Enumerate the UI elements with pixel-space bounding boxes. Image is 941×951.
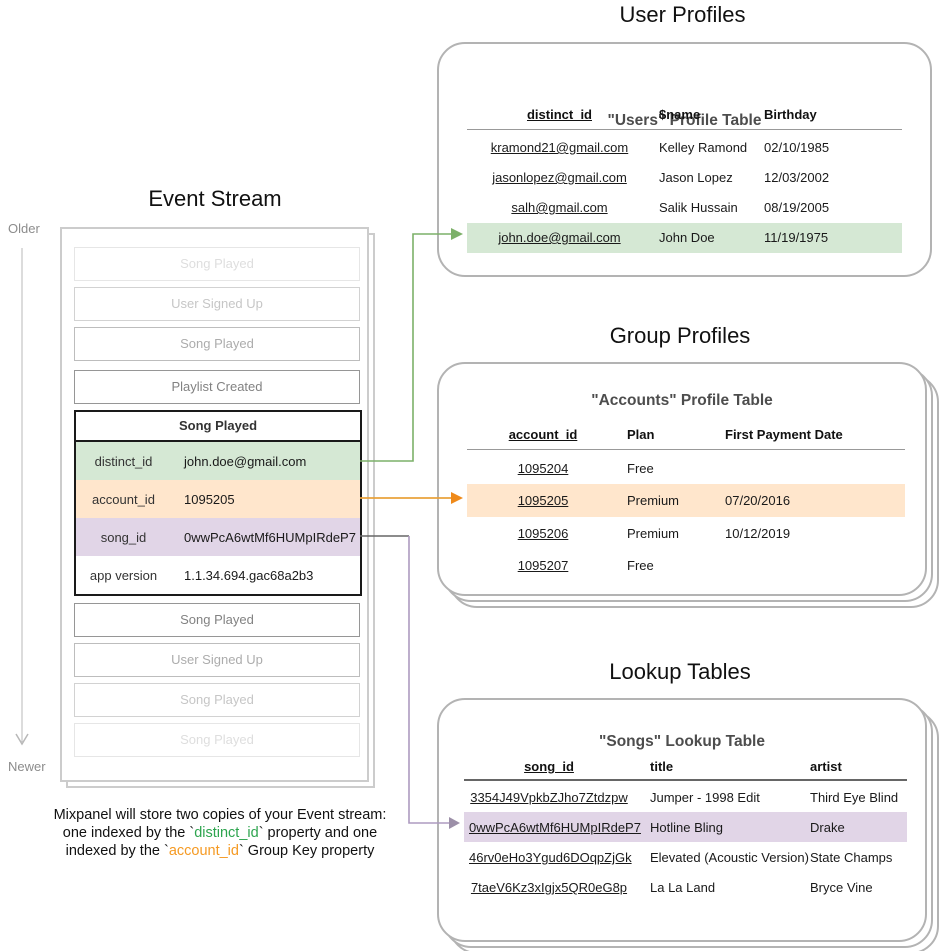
event-box-song-played-4: Song Played: [74, 683, 360, 717]
songs-col-artist: artist: [810, 759, 842, 774]
caption: Mixpanel will store two copies of your E…: [28, 806, 412, 860]
table-cell: Third Eye Blind: [810, 790, 899, 805]
table-cell: 08/19/2005: [764, 200, 830, 215]
event-box-user-signed-up-2: User Signed Up: [74, 643, 360, 677]
caption-line-1: Mixpanel will store two copies of your E…: [53, 807, 387, 823]
table-cell: 3354J49VpkbZJho7Ztdzpw: [470, 790, 628, 805]
event-property-account-id: account_id 1095205: [76, 480, 360, 518]
accounts-col-first-payment: First Payment Date: [725, 427, 843, 442]
caption-account-id: account_id: [168, 843, 239, 859]
timeline-arrowhead-icon: [15, 733, 29, 746]
table-cell: 46rv0eHo3Ygud6DOqpZjGk: [469, 850, 632, 865]
user-profiles-title: User Profiles: [619, 2, 746, 27]
table-cell: jasonlopez@gmail.com: [492, 170, 627, 185]
expanded-event-card: Song Played distinct_id john.doe@gmail.c…: [74, 410, 362, 596]
property-key: distinct_id: [94, 453, 153, 469]
event-property-song-id: song_id 0wwPcA6wtMf6HUMpIRdeP7: [76, 518, 360, 556]
table-cell: 12/03/2002: [764, 170, 830, 185]
caption-line-2: one indexed by the `distinct_id` propert…: [62, 825, 378, 841]
songs-header-rule: [464, 779, 907, 781]
table-cell: 07/20/2016: [725, 493, 791, 508]
timeline-older-label: Older: [8, 221, 40, 236]
event-property-app-version: app version 1.1.34.694.gac68a2b3: [76, 556, 360, 594]
lookup-tables-title: Lookup Tables: [609, 659, 751, 684]
table-cell: 10/12/2019: [725, 526, 791, 541]
table-cell: 02/10/1985: [764, 140, 830, 155]
property-value: 1095205: [184, 491, 235, 507]
table-cell: Bryce Vine: [810, 880, 873, 895]
event-box-song-played-5: Song Played: [74, 723, 360, 757]
event-box-playlist-created: Playlist Created: [74, 370, 360, 404]
expanded-event-title: Song Played: [76, 412, 360, 442]
property-key: app version: [89, 567, 158, 583]
table-cell: 1095206: [517, 526, 569, 541]
property-value: 1.1.34.694.gac68a2b3: [184, 567, 314, 583]
table-cell: Kelley Ramond: [659, 140, 748, 155]
users-profile-panel: "Users" Profile Table distinct_id $name …: [437, 42, 932, 277]
property-key: song_id: [100, 529, 147, 545]
users-table-title: "Users" Profile Table: [607, 112, 762, 129]
timeline-newer-label: Newer: [8, 759, 46, 774]
event-box-song-played-2: Song Played: [74, 327, 360, 361]
accounts-table-title: "Accounts" Profile Table: [591, 392, 773, 409]
table-cell: Premium: [627, 526, 680, 541]
event-stream-title: Event Stream: [148, 186, 282, 211]
table-cell: 0wwPcA6wtMf6HUMpIRdeP7: [469, 820, 641, 835]
table-cell: Elevated (Acoustic Version): [650, 850, 809, 865]
accounts-col-account-id: account_id: [508, 427, 578, 442]
table-cell: 1095207: [517, 558, 569, 573]
property-value: 0wwPcA6wtMf6HUMpIRdeP7: [184, 529, 356, 545]
accounts-col-plan: Plan: [627, 427, 655, 442]
table-cell: Free: [627, 461, 654, 476]
table-cell: State Champs: [810, 850, 893, 865]
table-cell: salh@gmail.com: [511, 200, 608, 215]
songs-table-title: "Songs" Lookup Table: [599, 733, 765, 750]
event-box-song-played-1: Song Played: [74, 247, 360, 281]
event-box-song-played-3: Song Played: [74, 603, 360, 637]
property-value: john.doe@gmail.com: [184, 453, 307, 469]
songs-col-song-id: song_id: [524, 759, 574, 774]
songs-col-title: title: [650, 759, 674, 774]
table-cell: 7taeV6Kz3xIgjx5QR0eG8p: [470, 880, 628, 895]
table-cell: La La Land: [650, 880, 716, 895]
caption-distinct-id: distinct_id: [194, 825, 259, 841]
event-box-user-signed-up-1: User Signed Up: [74, 287, 360, 321]
accounts-highlight-row-bg: [467, 484, 905, 517]
users-col-distinct-id: distinct_id: [526, 107, 592, 122]
accounts-profile-panel: "Accounts" Profile Table account_id Plan…: [437, 362, 927, 596]
table-cell: 1095204: [517, 461, 569, 476]
table-cell: 11/19/1975: [764, 230, 829, 245]
group-profiles-title: Group Profiles: [609, 323, 751, 348]
users-col-birthday: Birthday: [764, 107, 817, 122]
songs-highlight-row-bg: [464, 812, 907, 842]
table-cell: 1095205: [517, 493, 569, 508]
table-cell: john.doe@gmail.com: [498, 230, 621, 245]
table-cell: Salik Hussain: [659, 200, 738, 215]
table-cell: Free: [627, 558, 654, 573]
users-header-rule: [467, 129, 902, 130]
table-cell: Drake: [810, 820, 845, 835]
event-property-distinct-id: distinct_id john.doe@gmail.com: [76, 442, 360, 480]
table-cell: John Doe: [659, 230, 715, 245]
users-highlight-row-bg: [467, 223, 902, 253]
table-cell: Premium: [627, 493, 680, 508]
songs-lookup-panel: "Songs" Lookup Table song_id title artis…: [437, 698, 927, 942]
table-cell: Jason Lopez: [659, 170, 733, 185]
caption-line-3: indexed by the `account_id` Group Key pr…: [65, 843, 375, 859]
table-cell: Hotline Bling: [650, 820, 723, 835]
accounts-header-rule: [467, 449, 905, 450]
table-cell: kramond21@gmail.com: [490, 140, 629, 155]
users-col-name: $name: [659, 107, 701, 122]
table-cell: Jumper - 1998 Edit: [650, 790, 760, 805]
property-key: account_id: [92, 491, 155, 507]
